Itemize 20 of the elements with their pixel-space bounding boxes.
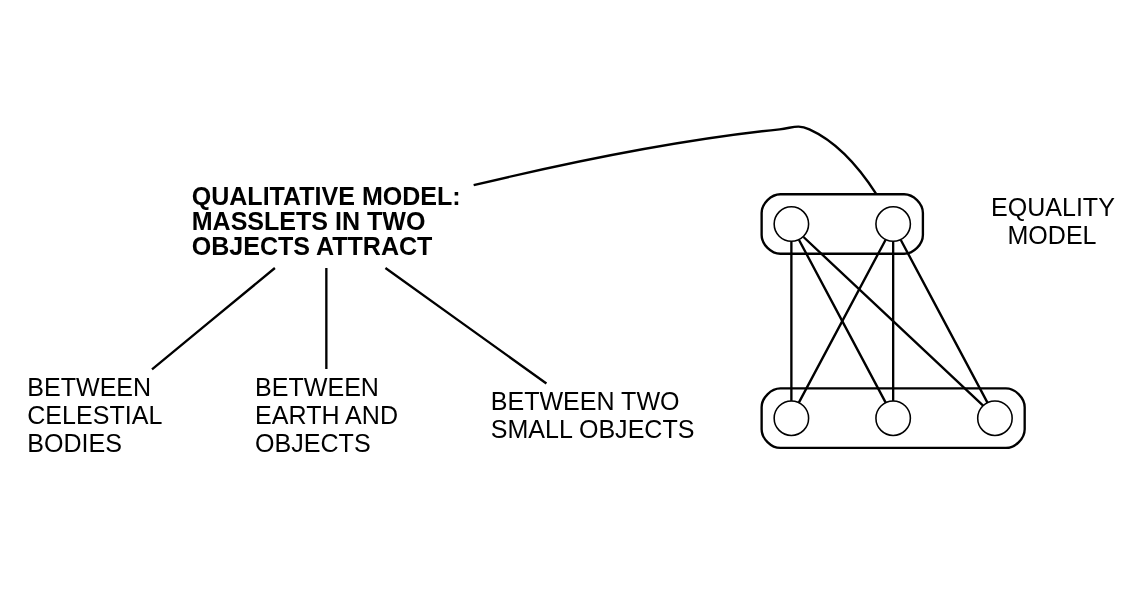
connector xyxy=(899,238,989,403)
connector xyxy=(891,241,895,401)
node-text: BETWEEN EARTH AND OBJECTS xyxy=(255,372,399,457)
cluster xyxy=(760,386,1026,449)
node-circle xyxy=(773,399,810,436)
connector xyxy=(790,241,793,401)
connector xyxy=(473,124,878,195)
connector xyxy=(325,267,328,369)
node-circle xyxy=(976,399,1013,436)
connector xyxy=(151,266,276,370)
connector xyxy=(384,266,548,384)
node-circle xyxy=(773,205,810,242)
node-text: BETWEEN CELESTIAL BODIES xyxy=(27,372,163,457)
connector xyxy=(802,235,984,406)
node-text: QUALITATIVE MODEL: MASSLETS IN TWO OBJECTS ATTRACT xyxy=(191,181,461,260)
node-text: BETWEEN TWO SMALL OBJECTS xyxy=(490,386,695,443)
node-circle xyxy=(875,205,912,242)
label: EQUALITY MODEL xyxy=(991,192,1115,249)
cluster xyxy=(760,192,925,255)
node-circle xyxy=(875,399,912,436)
